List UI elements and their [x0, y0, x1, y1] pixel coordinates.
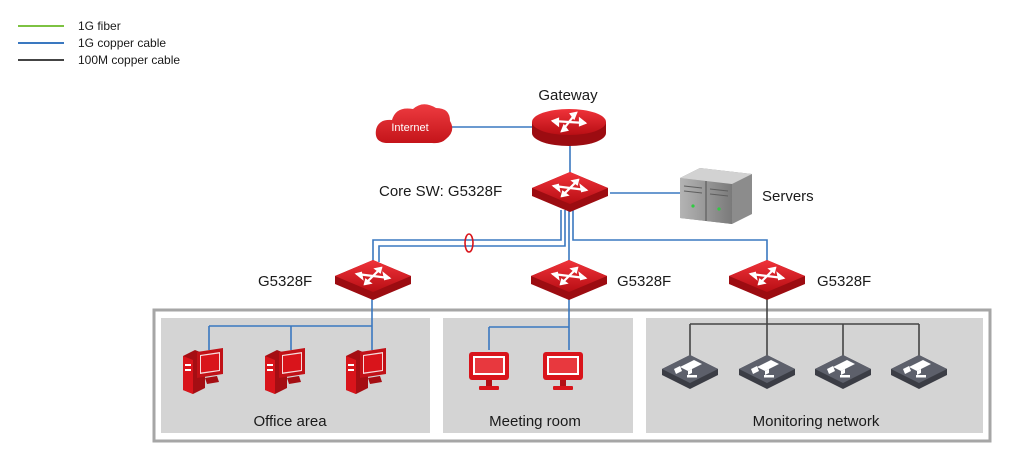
switch-left-label: G5328F [258, 273, 312, 290]
server-icon [680, 168, 752, 224]
switch-middle-node: G5328F [529, 258, 671, 302]
core-switch-label: Core SW: G5328F [379, 183, 502, 200]
link-aggregation-marker [464, 233, 474, 253]
switch-icon [529, 258, 609, 302]
legend-label-1g-copper: 1G copper cable [78, 36, 166, 50]
legend-label-fiber: 1G fiber [78, 19, 121, 33]
area-label-office: Office area [253, 413, 327, 430]
links [208, 126, 920, 356]
internet-node: Internet [375, 104, 453, 144]
switch-icon [530, 170, 610, 214]
legend-label-100m-copper: 100M copper cable [78, 53, 180, 67]
area-label-meeting: Meeting room [489, 413, 581, 430]
gateway-label: Gateway [538, 87, 598, 104]
switch-right-label: G5328F [817, 273, 871, 290]
servers-label: Servers [762, 188, 814, 205]
internet-label: Internet [391, 122, 428, 134]
switch-left-node: G5328F [258, 258, 413, 302]
core-switch-node: Core SW: G5328F [379, 170, 610, 214]
area-label-monitoring: Monitoring network [753, 413, 880, 430]
legend: 1G fiber 1G copper cable 100M copper cab… [18, 19, 180, 67]
switch-middle-label: G5328F [617, 273, 671, 290]
gateway-node: Gateway [532, 87, 606, 146]
switch-icon [333, 258, 413, 302]
switch-right-node: G5328F [727, 258, 871, 302]
router-icon [532, 109, 606, 146]
cloud-icon [375, 104, 453, 144]
switch-icon [727, 258, 807, 302]
servers-node: Servers [680, 168, 814, 224]
link-core-left-switch-a [372, 210, 562, 262]
link-core-right-switch [572, 210, 768, 262]
